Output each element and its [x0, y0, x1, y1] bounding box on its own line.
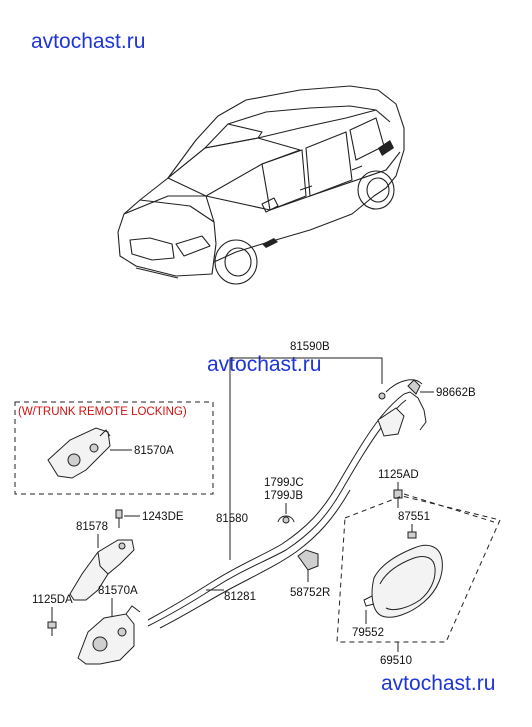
- trunk-remote-locking-box: [14, 401, 214, 495]
- fuel-door-box: [336, 495, 501, 643]
- label-1125da: 1125DA: [32, 594, 73, 606]
- car-illustration: [117, 85, 405, 285]
- label-69510: 69510: [380, 655, 412, 667]
- fuel-door-dash-guide: [403, 493, 495, 523]
- label-81578: 81578: [76, 521, 108, 533]
- trunk-latch-81570a: [77, 605, 141, 665]
- label-58752r: 58752R: [290, 587, 330, 599]
- leader-81590b: [229, 357, 383, 384]
- release-cable-81590b: [147, 379, 427, 629]
- label-1799jb: 1799JB: [264, 490, 303, 502]
- watermark-top: avtochast.ru: [31, 30, 146, 53]
- label-1799jc: 1799JC: [264, 477, 304, 489]
- watermark-bottom: avtochast.ru: [381, 672, 496, 695]
- label-1125ad: 1125AD: [378, 469, 419, 481]
- label-1243de: 1243DE: [142, 511, 184, 523]
- label-87551: 87551: [398, 511, 430, 523]
- label-81590b: 81590B: [290, 341, 330, 353]
- clip-58752r: [297, 549, 319, 571]
- label-81570a-top: 81570A: [134, 445, 174, 457]
- label-81570a-bottom: 81570A: [98, 585, 138, 597]
- clip-98662b: [407, 379, 421, 395]
- cable-clip-1799j: [277, 515, 295, 524]
- bolt-1243de: [115, 509, 123, 528]
- bumper-87551: [407, 531, 417, 539]
- label-81580: 81580: [216, 513, 248, 525]
- trunk-remote-locking-note: (W/TRUNK REMOTE LOCKING): [18, 406, 187, 418]
- watermark-middle: avtochast.ru: [207, 353, 322, 376]
- label-79552: 79552: [352, 627, 384, 639]
- latch-bracket-81578: [69, 539, 135, 601]
- bolt-1125da: [47, 621, 57, 636]
- label-81281: 81281: [224, 591, 256, 603]
- trunk-latch-remote-part: [47, 427, 111, 479]
- fuel-filler-door-69510: [363, 544, 443, 618]
- label-98662b: 98662B: [436, 387, 476, 399]
- bolt-1125ad: [393, 489, 403, 508]
